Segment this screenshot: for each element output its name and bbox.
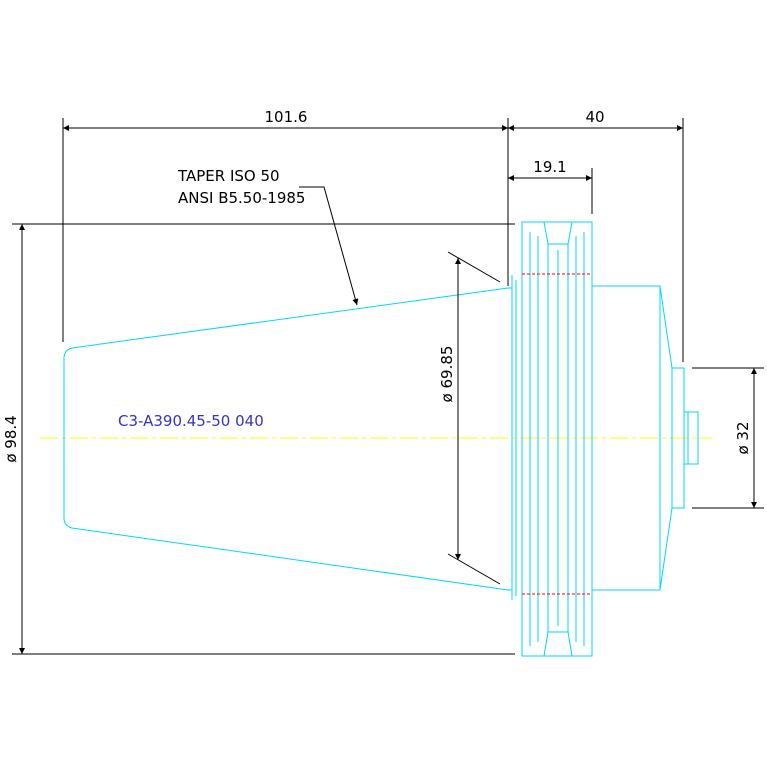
taper-note-line2: ANSI B5.50-1985	[178, 189, 305, 207]
dim-dia-gauge: ø 98.4	[2, 223, 515, 655]
dim-dia-shank: ø 32	[692, 367, 764, 509]
dim-dia-taper: ø 69.85	[438, 251, 501, 585]
taper-body	[63, 275, 517, 600]
dim-40-label: 40	[585, 108, 604, 126]
dim-dia-32-label: ø 32	[734, 421, 752, 454]
dim-101-6-label: 101.6	[265, 108, 308, 126]
dim-dia-69-85-label: ø 69.85	[438, 346, 456, 403]
dim-19-1-label: 19.1	[533, 158, 566, 176]
dim-flange-width: 19.1	[508, 158, 593, 214]
rear-shank	[592, 285, 699, 591]
flange	[521, 221, 593, 657]
taper-note-line1: TAPER ISO 50	[177, 167, 280, 185]
dim-length-flange: 40	[508, 108, 684, 362]
part-number-label: C3-A390.45-50 040	[118, 412, 264, 430]
dim-length-taper: 101.6	[62, 108, 509, 342]
taper-note: TAPER ISO 50 ANSI B5.50-1985	[177, 167, 359, 306]
dim-dia-98-4-label: ø 98.4	[2, 415, 20, 462]
